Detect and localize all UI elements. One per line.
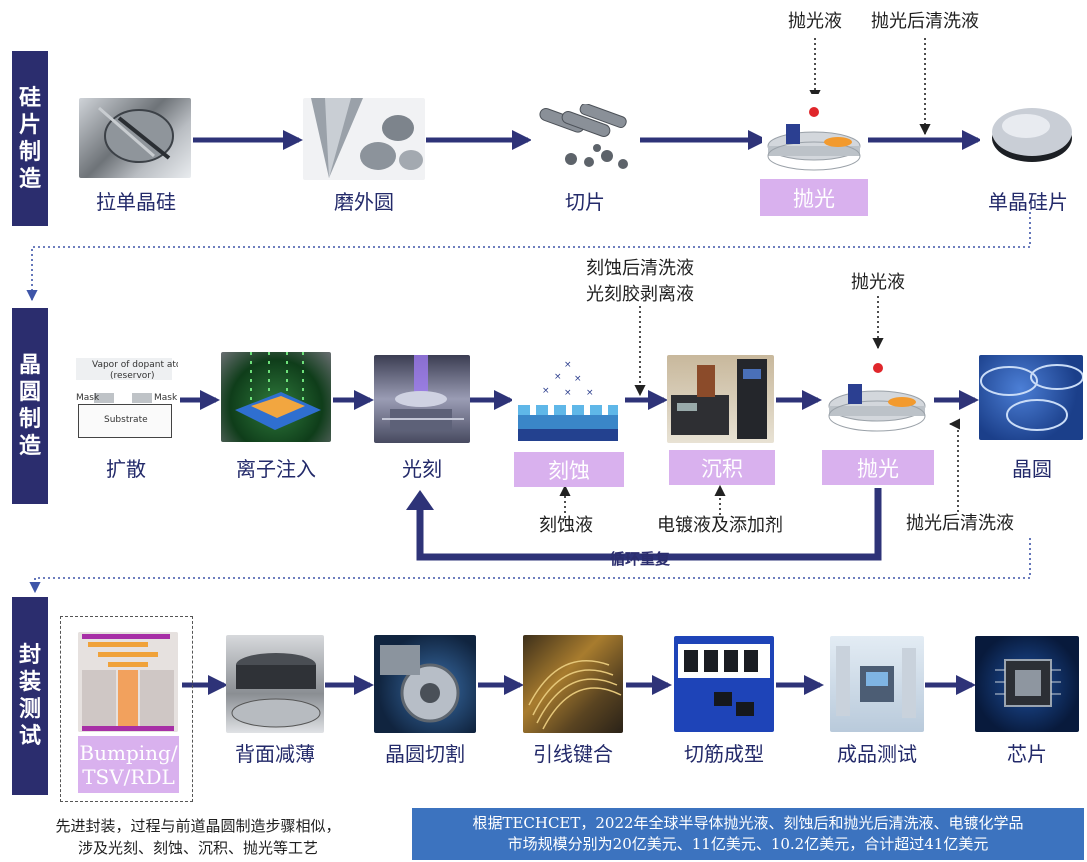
svg-text:×: × [586, 388, 594, 398]
slicing-image [531, 104, 639, 176]
step-label-chip: 芯片 [1007, 742, 1047, 766]
chip-image [975, 636, 1079, 732]
section-packaging-test: 封装测试 [12, 597, 48, 795]
step-label-trim-form: 切筋成型 [684, 742, 764, 766]
diffusion-mask-left: Mask [76, 393, 100, 403]
step-label-wafer-dicing: 晶圆切割 [385, 742, 465, 766]
chem-polishing-slurry-1: 抛光液 [788, 11, 842, 32]
market-size-note: 根据TECHCET，2022年全球半导体抛光液、刻蚀后和抛光后清洗液、电镀化学品… [412, 808, 1084, 860]
grinding-image [303, 98, 425, 180]
step-label-crystal-pulling: 拉单晶硅 [96, 190, 176, 214]
diffusion-mask-right: Mask [154, 393, 178, 403]
etching-diagram: ×××××× [512, 351, 624, 444]
step-label-wire-bonding: 引线键合 [533, 742, 613, 766]
section-wafer-manufacturing: 硅片制造 [12, 51, 48, 226]
advanced-packaging-note-line1: 先进封装，过程与前道晶圆制造步骤相似， [55, 817, 341, 835]
step-label-ion-implantation: 离子注入 [236, 457, 316, 481]
advanced-packaging-frame [60, 616, 193, 802]
step-label-final-test: 成品测试 [837, 742, 917, 766]
svg-text:×: × [564, 360, 572, 370]
advanced-packaging-note-line2: 涉及光刻、刻蚀、沉积、抛光等工艺 [77, 839, 318, 857]
svg-text:×: × [564, 388, 572, 398]
step-etch-box: 刻蚀 [514, 452, 624, 487]
chem-plating-additives: 电镀液及添加剂 [657, 515, 783, 536]
step-label-grinding: 磨外圆 [334, 190, 394, 214]
svg-text:×: × [542, 386, 550, 396]
diffusion-vapor-text: Vapor of dopant atoms [92, 360, 178, 370]
crystal-pulling-image [79, 98, 191, 178]
loop-repeat-label: 循环重复 [610, 550, 671, 568]
ion-implantation-image [221, 352, 331, 442]
market-size-note-line2: 市场规模分别为20亿美元、11亿美元、10.2亿美元，合计超过41亿美元 [507, 835, 989, 853]
step-polish-box-2: 抛光 [822, 450, 934, 485]
chem-post-polish-cleaning-1: 抛光后清洗液 [871, 11, 979, 32]
chem-etchant: 刻蚀液 [539, 515, 593, 536]
chem-post-polish-cleaning-2: 抛光后清洗液 [906, 513, 1014, 534]
step-bumping-box: Bumping/ TSV/RDL [78, 736, 179, 793]
polishing-machine-image-1 [762, 94, 866, 174]
trim-form-image [674, 636, 774, 732]
final-test-image [830, 636, 924, 732]
step-label-back-thinning: 背面减薄 [235, 742, 315, 766]
advanced-packaging-note: 先进封装，过程与前道晶圆制造步骤相似， 涉及光刻、刻蚀、沉积、抛光等工艺 [8, 815, 388, 859]
step-deposition-box: 沉积 [669, 450, 775, 485]
diffusion-reservoir-text: (reservor) [110, 371, 155, 381]
step-label-silicon-wafer: 单晶硅片 [988, 190, 1068, 214]
step-label-lithography: 光刻 [402, 457, 442, 481]
svg-text:×: × [554, 372, 562, 382]
deposition-equipment-image [667, 355, 774, 443]
step-label-diffusion: 扩散 [106, 457, 146, 481]
wafer-dicing-image [374, 635, 476, 733]
chem-polishing-slurry-2: 抛光液 [851, 272, 905, 293]
chem-photoresist-stripper: 光刻胶剥离液 [586, 284, 694, 305]
market-size-note-line1: 根据TECHCET，2022年全球半导体抛光液、刻蚀后和抛光后清洗液、电镀化学品 [472, 814, 1024, 832]
silicon-wafer-image [980, 96, 1076, 172]
chem-post-etch-cleaning: 刻蚀后清洗液 [586, 258, 694, 279]
diffusion-diagram: Vapor of dopant atoms (reservor) Mask Ma… [70, 356, 178, 442]
section-wafer-fabrication: 晶圆制造 [12, 308, 48, 504]
step-label-wafer: 晶圆 [1012, 457, 1052, 481]
wire-bonding-image [523, 635, 623, 733]
bumping-tsv-rdl-diagram [78, 632, 178, 732]
polishing-machine-image-2 [822, 352, 932, 440]
step-label-slicing: 切片 [565, 190, 605, 214]
svg-text:×: × [574, 374, 582, 384]
step-polish-box: 抛光 [760, 179, 868, 216]
wafer-image [979, 355, 1083, 440]
diffusion-substrate-text: Substrate [104, 415, 148, 425]
lithography-image [374, 355, 470, 443]
back-thinning-image [226, 635, 324, 733]
